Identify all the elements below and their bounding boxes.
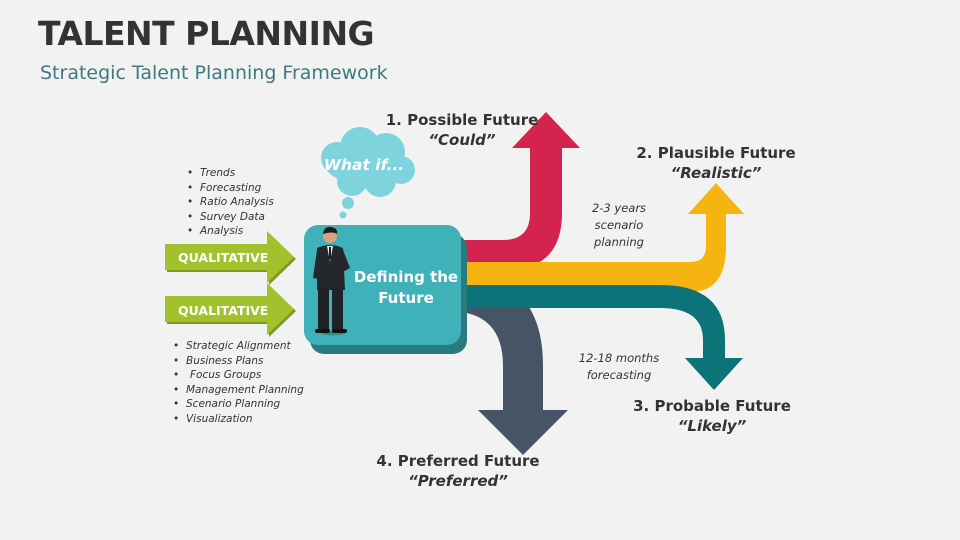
probable-future-arrow bbox=[455, 285, 743, 390]
possible-future-arrow bbox=[455, 112, 580, 270]
businessman-icon bbox=[313, 226, 350, 336]
page-title: TALENT PLANNING bbox=[38, 14, 375, 53]
possible-future-sub: “Could” bbox=[428, 131, 496, 149]
list-item: Management Planning bbox=[172, 383, 304, 398]
thought-bubble-text: What if... bbox=[323, 156, 405, 174]
center-box-label: Defining the Future bbox=[353, 268, 459, 307]
qualitative-label-bottom: QUALITATIVE bbox=[178, 303, 269, 318]
qualitative-input-arrow-bottom bbox=[165, 283, 296, 337]
lower-note: 12-18 months forecasting bbox=[578, 351, 660, 382]
list-item: Survey Data bbox=[186, 210, 274, 225]
probable-future-title: 3. Probable Future bbox=[633, 397, 791, 415]
list-item: Ratio Analysis bbox=[186, 195, 274, 210]
plausible-future-sub: “Realistic” bbox=[670, 164, 762, 182]
upper-note: 2-3 years scenario planning bbox=[591, 201, 647, 249]
possible-future-title: 1. Possible Future bbox=[385, 111, 539, 129]
list-item: Forecasting bbox=[186, 181, 274, 196]
preferred-future-title: 4. Preferred Future bbox=[376, 452, 540, 470]
plausible-future-label: 2. Plausible Future “Realistic” bbox=[632, 143, 800, 183]
list-item: Business Plans bbox=[172, 354, 304, 369]
top-bullet-list: Trends Forecasting Ratio Analysis Survey… bbox=[186, 166, 274, 239]
preferred-future-arrow bbox=[413, 271, 568, 455]
probable-future-label: 3. Probable Future “Likely” bbox=[629, 396, 795, 436]
plausible-future-title: 2. Plausible Future bbox=[636, 144, 796, 162]
list-item: Visualization bbox=[172, 412, 304, 427]
possible-future-label: 1. Possible Future “Could” bbox=[382, 110, 542, 150]
list-item: Focus Groups bbox=[172, 368, 304, 383]
plausible-future-arrow bbox=[455, 183, 744, 292]
list-item: Trends bbox=[186, 166, 274, 181]
preferred-future-sub: “Preferred” bbox=[408, 472, 508, 490]
thought-bubble bbox=[321, 127, 415, 219]
qualitative-label-top: QUALITATIVE bbox=[178, 250, 269, 265]
qualitative-input-arrow-top bbox=[165, 231, 296, 285]
page-subtitle: Strategic Talent Planning Framework bbox=[40, 62, 388, 84]
list-item: Scenario Planning bbox=[172, 397, 304, 412]
probable-future-sub: “Likely” bbox=[677, 417, 747, 435]
preferred-future-label: 4. Preferred Future “Preferred” bbox=[372, 451, 544, 491]
list-item: Analysis bbox=[186, 224, 274, 239]
bottom-bullet-list: Strategic Alignment Business Plans Focus… bbox=[172, 339, 304, 427]
list-item: Strategic Alignment bbox=[172, 339, 304, 354]
